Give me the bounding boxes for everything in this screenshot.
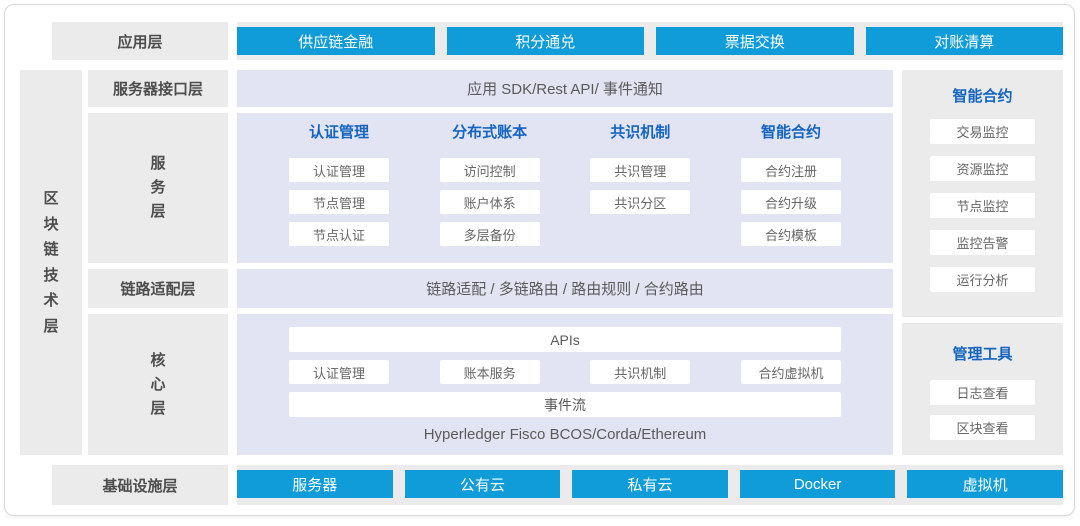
app-button-bill-exchange: 票据交换 — [656, 27, 854, 55]
service-layer-label: 服务层 — [88, 113, 228, 263]
tools-item-box: 日志查看 — [930, 380, 1035, 405]
core-layer-label: 核心层 — [88, 314, 228, 455]
core-module-box: 账本服务 — [439, 360, 540, 384]
tools-item-box: 区块查看 — [930, 415, 1035, 440]
interface-layer-label: 服务器接口层 — [88, 70, 228, 107]
service-column-header: 共识机制 — [610, 124, 671, 141]
tools-card-header: 管理工具 — [952, 346, 1013, 363]
service-column-auth: 认证管理 认证管理 节点管理 节点认证 — [289, 125, 389, 263]
apis-bar: APIs — [289, 327, 841, 352]
service-column-smart-contract: 智能合约 合约注册 合约升级 合约模板 — [740, 124, 841, 263]
infra-button-docker: Docker — [739, 470, 896, 498]
core-layer-panel: APIs 认证管理 账本服务 共识机制 合约虚拟机 事件流 Hyperledge… — [237, 314, 893, 455]
service-item-box: 认证管理 — [289, 158, 389, 182]
monitor-item-box: 交易监控 — [930, 119, 1035, 144]
service-item-box: 账户体系 — [439, 190, 540, 214]
blockchain-tech-layer-label: 区块链技术层 — [20, 70, 82, 455]
monitor-card: 智能合约 交易监控 资源监控 节点监控 监控告警 运行分析 — [902, 70, 1063, 317]
service-column-header: 分布式账本 — [452, 124, 528, 141]
link-layer-label: 链路适配层 — [88, 269, 228, 308]
infra-layer-strip: 服务器 公有云 私有云 Docker 虚拟机 — [237, 465, 1063, 505]
service-item-box: 多层备份 — [439, 222, 540, 246]
service-layer-panel: 认证管理 认证管理 节点管理 节点认证 分布式账本 访问控制 账户体系 多层备份… — [237, 113, 893, 263]
service-item-box: 共识管理 — [590, 158, 691, 182]
core-module-box: 合约虚拟机 — [740, 360, 841, 384]
service-item-box: 访问控制 — [439, 158, 540, 182]
infra-button-public-cloud: 公有云 — [404, 470, 561, 498]
interface-layer-content-bar: 应用 SDK/Rest API/ 事件通知 — [237, 70, 893, 107]
service-item-box: 合约模板 — [740, 222, 841, 246]
service-item-box: 节点管理 — [289, 190, 389, 214]
service-item-box: 节点认证 — [289, 222, 389, 246]
link-layer-content-bar: 链路适配 / 多链路由 / 路由规则 / 合约路由 — [237, 269, 893, 308]
app-layer-label: 应用层 — [52, 22, 228, 60]
core-module-box: 认证管理 — [289, 360, 389, 384]
service-column-header: 智能合约 — [760, 124, 821, 141]
infra-layer-label: 基础设施层 — [52, 465, 228, 505]
monitor-item-box: 节点监控 — [930, 193, 1035, 218]
monitor-item-box: 运行分析 — [930, 267, 1035, 292]
core-modules-row: 认证管理 账本服务 共识机制 合约虚拟机 — [289, 360, 841, 384]
app-button-points-exchange: 积分通兑 — [446, 27, 644, 55]
monitor-card-header: 智能合约 — [952, 88, 1013, 105]
core-module-box: 共识机制 — [590, 360, 691, 384]
app-layer-strip: 供应链金融 积分通兑 票据交换 对账清算 — [237, 22, 1063, 60]
infra-button-vm: 虚拟机 — [907, 470, 1063, 498]
service-column-consensus: 共识机制 共识管理 共识分区 — [590, 124, 691, 263]
monitor-item-box: 资源监控 — [930, 156, 1035, 181]
infra-button-server: 服务器 — [237, 470, 393, 498]
service-item-box: 合约注册 — [740, 158, 841, 182]
infra-button-private-cloud: 私有云 — [572, 470, 728, 498]
app-button-supply-chain-finance: 供应链金融 — [237, 27, 435, 55]
event-stream-bar: 事件流 — [289, 392, 841, 417]
service-item-box: 合约升级 — [740, 190, 841, 214]
service-column-ledger: 分布式账本 访问控制 账户体系 多层备份 — [439, 124, 540, 263]
service-item-box: 共识分区 — [590, 190, 691, 214]
app-button-reconciliation: 对账清算 — [865, 27, 1063, 55]
tools-card: 管理工具 日志查看 区块查看 — [902, 323, 1063, 455]
monitor-item-box: 监控告警 — [930, 230, 1035, 255]
platforms-text: Hyperledger Fisco BCOS/Corda/Ethereum — [423, 426, 707, 443]
service-column-header: 认证管理 — [308, 124, 369, 141]
